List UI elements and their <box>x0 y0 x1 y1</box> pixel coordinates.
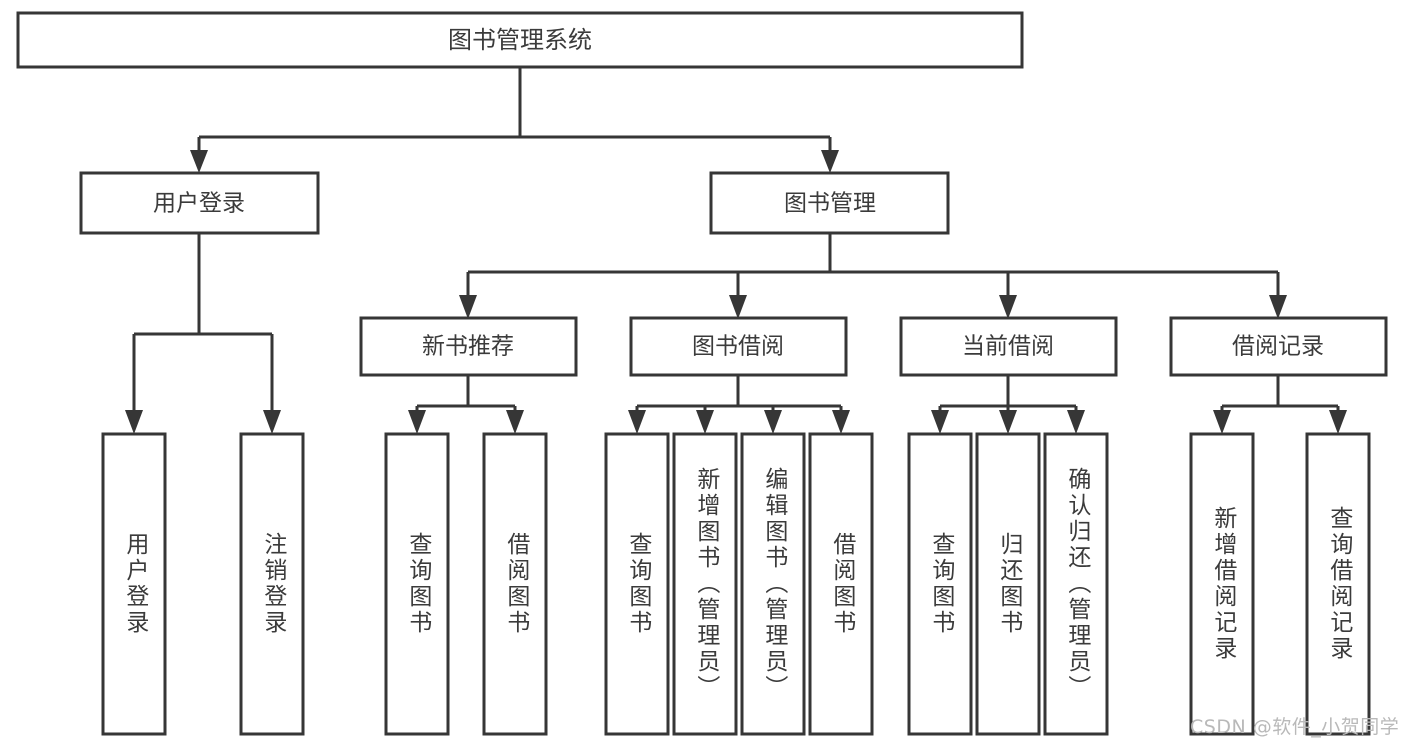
arrow-bookmgmt-child-1 <box>459 295 477 319</box>
leaf-box-newbook-1[interactable] <box>384 432 450 736</box>
leaf-box-record-1[interactable] <box>1189 432 1255 736</box>
node-user-login-box[interactable] <box>79 171 320 235</box>
leaf-box-borrow-2[interactable] <box>672 432 738 736</box>
node-book-management-label: 图书管理 <box>784 191 876 217</box>
arrow-borrow-leaf-3 <box>764 410 782 434</box>
arrow-record-leaf-2 <box>1329 410 1347 434</box>
arrow-record-leaf-1 <box>1213 410 1231 434</box>
leaf-box-current-3[interactable] <box>1043 432 1109 736</box>
node-root-system-label: 图书管理系统 <box>448 26 592 54</box>
arrow-borrow-leaf-2 <box>696 410 714 434</box>
arrow-bookmgmt-child-2 <box>729 295 747 319</box>
node-root-system[interactable]: 图书管理系统 <box>16 11 1024 69</box>
arrow-bookmgmt-child-3 <box>999 295 1017 319</box>
connector-group <box>125 67 1347 434</box>
leaf-box-borrow-4[interactable] <box>808 432 874 736</box>
leaf-box-group <box>101 432 1371 736</box>
node-current-borrow[interactable]: 当前借阅 <box>899 316 1118 377</box>
arrow-bookmgmt-child-4 <box>1269 295 1287 319</box>
node-book-borrow-label: 图书借阅 <box>692 334 784 360</box>
arrow-root-to-user-login <box>190 150 208 173</box>
node-new-book-recommend-label: 新书推荐 <box>422 334 514 360</box>
node-borrow-record-box[interactable] <box>1169 316 1388 377</box>
arrow-borrow-leaf-4 <box>832 410 850 434</box>
arrow-newbook-leaf-1 <box>408 410 426 434</box>
leaf-box-current-2[interactable] <box>975 432 1041 736</box>
node-borrow-record[interactable]: 借阅记录 <box>1169 316 1388 377</box>
leaf-box-newbook-2[interactable] <box>482 432 548 736</box>
leaf-box-borrow-1[interactable] <box>604 432 670 736</box>
node-current-borrow-box[interactable] <box>899 316 1118 377</box>
arrow-userlogin-leaf-2 <box>263 410 281 434</box>
arrow-current-leaf-3 <box>1067 410 1085 434</box>
leaf-box-borrow-3[interactable] <box>740 432 806 736</box>
arrow-userlogin-leaf-1 <box>125 410 143 434</box>
csdn-watermark: CSDN @软件_小贺同学 <box>1190 716 1400 738</box>
node-book-borrow[interactable]: 图书借阅 <box>629 316 848 377</box>
leaf-box-user-login-2[interactable] <box>239 432 305 736</box>
arrow-newbook-leaf-2 <box>506 410 524 434</box>
node-book-management-box[interactable] <box>709 171 950 235</box>
node-new-book-recommend-box[interactable] <box>359 316 578 377</box>
node-book-management[interactable]: 图书管理 <box>709 171 950 235</box>
leaf-box-current-1[interactable] <box>907 432 973 736</box>
node-new-book-recommend[interactable]: 新书推荐 <box>359 316 578 377</box>
leaf-box-record-2[interactable] <box>1305 432 1371 736</box>
arrow-current-leaf-1 <box>931 410 949 434</box>
arrow-current-leaf-2 <box>999 410 1017 434</box>
arrow-borrow-leaf-1 <box>628 410 646 434</box>
arrow-root-to-book-mgmt <box>821 150 839 173</box>
node-user-login-label: 用户登录 <box>153 191 245 217</box>
node-borrow-record-label: 借阅记录 <box>1232 334 1324 360</box>
node-root-system-box[interactable] <box>16 11 1024 69</box>
node-user-login[interactable]: 用户登录 <box>79 171 320 235</box>
node-book-borrow-box[interactable] <box>629 316 848 377</box>
node-current-borrow-label: 当前借阅 <box>962 334 1054 360</box>
leaf-box-user-login-1[interactable] <box>101 432 167 736</box>
